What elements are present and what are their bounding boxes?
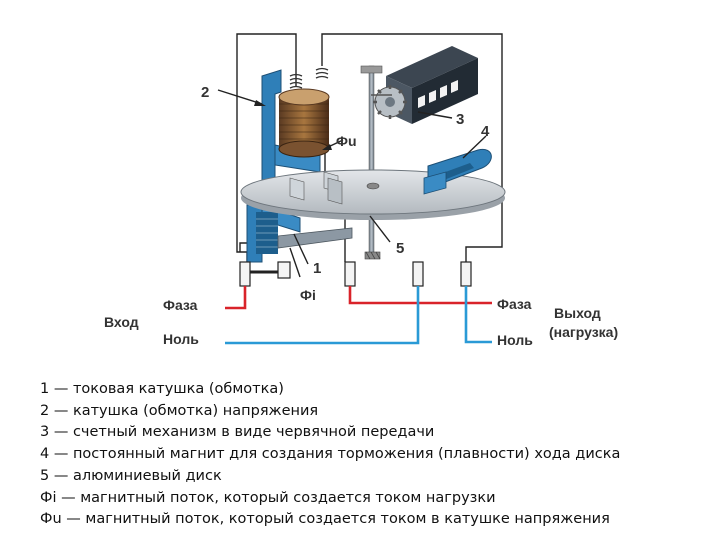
spring-right-icon — [315, 67, 329, 79]
terminal-in-neutral — [277, 261, 291, 279]
voltage-coil — [261, 67, 330, 223]
output-phase-label: Фаза — [497, 296, 532, 312]
callout-fi: Фi — [300, 287, 316, 303]
terminal-link-1 — [412, 261, 424, 287]
output-load-label: (нагрузка) — [549, 324, 618, 340]
aluminium-disk — [240, 169, 506, 220]
phase-wires — [225, 286, 492, 310]
input-phase-label: Фаза — [163, 297, 198, 313]
brake-magnet — [423, 148, 492, 195]
input-label: Вход — [104, 314, 139, 330]
callout-3: 3 — [456, 111, 464, 128]
legend-item: 2 — катушка (обмотка) напряжения — [40, 402, 319, 419]
input-neutral-label: Ноль — [163, 331, 199, 347]
spring-left-icon — [289, 73, 303, 89]
callout-fu: Фu — [336, 133, 357, 149]
spindle — [360, 65, 383, 260]
terminal-link-2 — [460, 261, 472, 287]
callout-1: 1 — [313, 260, 321, 277]
counter-mechanism — [371, 46, 478, 124]
output-neutral-label: Ноль — [497, 332, 533, 348]
terminal-block — [239, 261, 472, 287]
meter-diagram: 2 Фu 3 4 5 1 Фi Вход Фаза Ноль Фаза Ноль… — [104, 33, 618, 348]
terminal-in-phase — [239, 261, 251, 287]
current-coil — [246, 204, 353, 263]
callout-5: 5 — [396, 240, 404, 257]
legend-item: 4 — постоянный магнит для создания тормо… — [40, 446, 621, 463]
callout-2: 2 — [201, 84, 209, 101]
output-label: Выход — [554, 305, 601, 321]
legend-list: 1 — токовая катушка (обмотка) 2 — катушк… — [40, 379, 700, 531]
legend-item: 3 — счетный механизм в виде червячной пе… — [40, 424, 435, 441]
legend-item: Фu — магнитный поток, который создается … — [40, 511, 610, 528]
legend-item: 5 — алюминиевый диск — [40, 467, 222, 484]
terminal-out-phase — [344, 261, 356, 287]
callout-4: 4 — [481, 123, 490, 140]
legend-item: Фi — магнитный поток, который создается … — [40, 489, 496, 506]
neutral-wires — [225, 286, 492, 345]
legend-item: 1 — токовая катушка (обмотка) — [40, 381, 284, 397]
gear-icon — [373, 85, 407, 119]
